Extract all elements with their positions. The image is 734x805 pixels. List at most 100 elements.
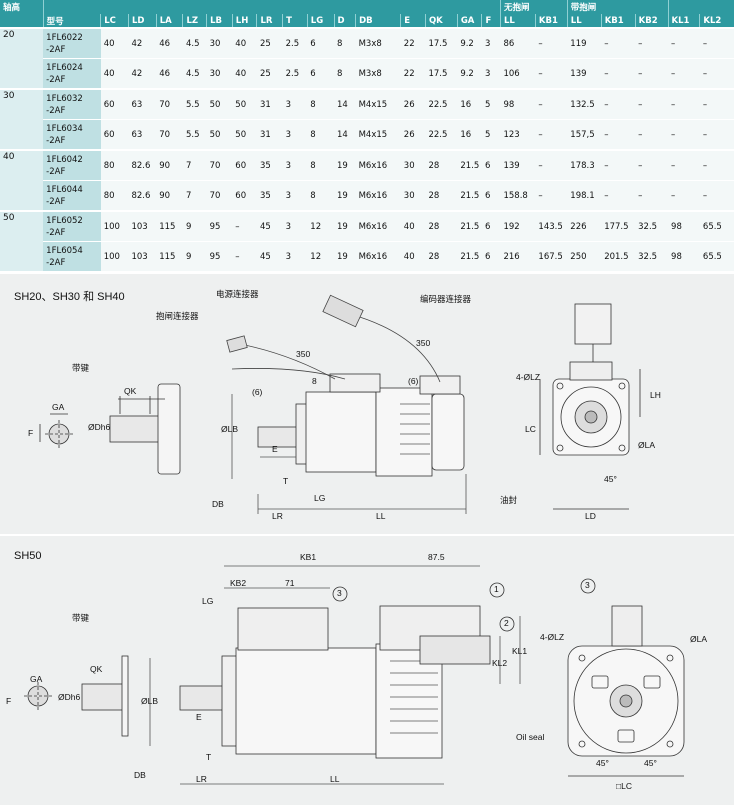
table-cell: 5.5: [182, 119, 207, 150]
table-cell: 12: [307, 210, 334, 242]
table-cell: 8: [334, 58, 356, 89]
dim-6-encoder: (6): [408, 376, 419, 386]
column-header: D: [333, 14, 356, 28]
table-cell: 8: [307, 149, 334, 181]
table-cell: –: [668, 149, 700, 181]
power-cable: [226, 335, 346, 380]
column-header: KB2: [634, 14, 669, 28]
lr-label: LR: [272, 511, 283, 521]
table-cell: 31: [256, 88, 283, 120]
table-cell: 28: [425, 241, 458, 271]
dimension-lines: [231, 394, 467, 514]
table-cell: 19: [334, 210, 356, 242]
table-cell: 31: [256, 119, 283, 150]
dimension-lines: [149, 565, 521, 785]
table-cell: 30: [206, 58, 233, 89]
model-cell: 1FL6042-2AF: [43, 149, 101, 181]
model-cell: 1FL6052-2AF: [43, 210, 101, 242]
table-cell: –: [535, 58, 568, 89]
table-cell: 3: [282, 180, 308, 211]
kb2-label: KB2: [230, 578, 247, 588]
angle-45-left-label: 45°: [596, 758, 609, 768]
table-cell: –: [535, 119, 568, 150]
dim-6-power: (6): [252, 387, 263, 397]
column-header: LA: [155, 14, 183, 28]
flange-side-view: [109, 383, 181, 475]
table-cell: 42: [128, 58, 157, 89]
lc-label: □LC: [616, 781, 632, 791]
table-cell: 139: [500, 149, 536, 181]
table-cell: 9: [182, 241, 207, 271]
table-cell: –: [668, 58, 700, 89]
angle-45-label: 45°: [604, 474, 617, 484]
column-header: LB: [206, 14, 233, 28]
model-cell: 1FL6024-2AF: [43, 58, 101, 89]
table-cell: 50: [232, 88, 257, 120]
column-header: T: [282, 14, 308, 28]
table-cell: M3x8: [355, 27, 401, 59]
shaft-key-detail: [39, 413, 75, 448]
brake-header: 带抱闸: [566, 0, 669, 14]
table-cell: –: [668, 88, 700, 120]
e-label: E: [272, 444, 278, 454]
table-cell: 60: [100, 119, 129, 150]
lg-label: LG: [202, 596, 214, 606]
oil-seal-label: Oil seal: [516, 732, 545, 742]
t-label: T: [283, 476, 289, 486]
no-brake-header: 无抱闸: [499, 0, 568, 14]
table-cell: 119: [567, 27, 602, 59]
table-cell: 40: [400, 241, 426, 271]
table-cell: 14: [334, 119, 356, 150]
table-cell: 139: [567, 58, 602, 89]
table-cell: –: [601, 180, 636, 211]
table-cell: M3x8: [355, 58, 401, 89]
table-cell: 6: [481, 210, 501, 242]
table-cell: 3: [282, 119, 308, 150]
table-cell: 216: [500, 241, 536, 271]
qk-label: QK: [124, 386, 137, 396]
table-cell: 115: [156, 210, 183, 242]
table-cell: 30: [400, 180, 426, 211]
table-cell: 60: [100, 88, 129, 120]
model-cell: 1FL6054-2AF: [43, 241, 101, 271]
table-cell: –: [699, 149, 734, 181]
table-cell: 65.5: [699, 241, 734, 271]
column-header: LC: [100, 14, 129, 28]
dh6-label: ØDh6: [58, 692, 81, 702]
table-cell: 28: [425, 180, 458, 211]
brake-connector-label: 抱闸连接器: [156, 311, 199, 321]
table-cell: 45: [256, 210, 283, 242]
table-cell: 19: [334, 241, 356, 271]
table-cell: –: [601, 119, 636, 150]
table-cell: –: [635, 119, 669, 150]
table-cell: 16: [457, 88, 482, 120]
table-cell: 70: [156, 119, 183, 150]
column-header: E: [400, 14, 426, 28]
table-cell: 86: [500, 27, 536, 59]
table-cell: –: [601, 27, 636, 59]
table-cell: 103: [128, 241, 157, 271]
table-cell: M6x16: [355, 180, 401, 211]
column-header: LZ: [182, 14, 207, 28]
ll-label: LL: [330, 774, 340, 784]
motor-front-view: [539, 303, 641, 510]
table-cell: 50: [232, 119, 257, 150]
table-cell: 14: [334, 88, 356, 120]
column-header: KB1: [600, 14, 636, 28]
table-cell: 46: [156, 27, 183, 59]
table-cell: 65.5: [699, 210, 734, 242]
column-header: KL2: [699, 14, 734, 28]
table-cell: 3: [282, 210, 308, 242]
dim-8: 8: [312, 376, 317, 386]
table-cell: 17.5: [425, 58, 458, 89]
table-cell: 26: [400, 119, 426, 150]
table-cell: M4x15: [355, 88, 401, 120]
table-cell: 90: [156, 180, 183, 211]
shaft-height-cell: 30: [0, 88, 44, 150]
db-label: DB: [212, 499, 224, 509]
table-cell: 50: [206, 88, 233, 120]
